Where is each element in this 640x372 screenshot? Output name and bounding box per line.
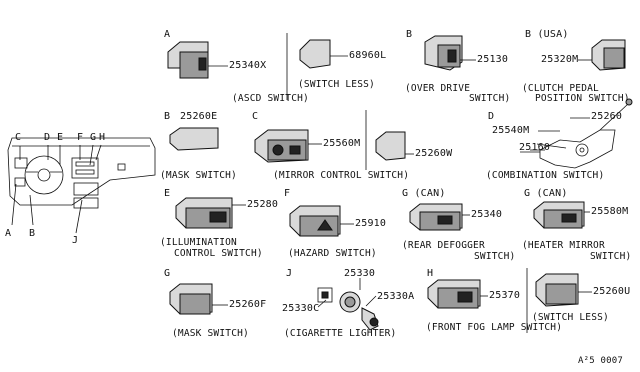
dash-letter-a: A [5, 228, 12, 239]
rear-defogger-switch-part [409, 203, 470, 231]
letter-mask-b: B [164, 111, 171, 122]
caption-cigarette: (CIGARETTE LIGHTER) [284, 328, 397, 339]
part-25540m: 25540M [492, 125, 530, 136]
caption-clutch-2: POSITION SWITCH) [535, 93, 630, 104]
caption-mask-switch-2: (MASK SWITCH) [172, 328, 249, 339]
caption-switch-less-2: (SWITCH LESS) [532, 312, 609, 323]
caption-illumination-2: CONTROL SWITCH) [174, 248, 263, 259]
letter-mask-g: G [164, 268, 171, 279]
dash-letter-g: G [90, 132, 97, 143]
front-fog-switch-part [427, 279, 488, 309]
part-25260w: 25260W [415, 148, 453, 159]
dash-letter-h: H [99, 132, 106, 143]
part-25580m: 25580M [591, 206, 629, 217]
caption-heater-mirror-1: (HEATER MIRROR [522, 240, 605, 251]
caption-mask-switch-1: (MASK SWITCH) [160, 170, 237, 181]
caption-clutch-1: (CLUTCH PEDAL [522, 83, 599, 94]
illumination-switch-part [175, 197, 246, 229]
letter-over-drive: B [406, 29, 413, 40]
letter-cigarette: J [286, 268, 293, 279]
part-25370: 25370 [489, 290, 521, 301]
mirror-control-switch-part [254, 129, 322, 163]
dash-letter-f: F [77, 132, 84, 143]
letter-rear-defogger: G (CAN) [402, 188, 446, 199]
letter-combination: D [488, 111, 495, 122]
part-25160: 25160 [519, 142, 551, 153]
letter-ascd: A [164, 29, 171, 40]
heater-mirror-switch-part [533, 201, 590, 229]
footer-code: A²5 0007 [578, 356, 623, 366]
part-25910: 25910 [355, 218, 387, 229]
caption-mirror-control: (MIRROR CONTROL SWITCH) [273, 170, 410, 181]
mask-switch-b-part [169, 127, 219, 151]
dashboard-illustration [7, 137, 156, 234]
part-68960l: 68960L [349, 50, 387, 61]
caption-front-fog: (FRONT FOG LAMP SWITCH) [426, 322, 563, 333]
caption-illumination-1: (ILLUMINATION [160, 237, 237, 248]
caption-ascd-switch: (ASCD SWITCH) [232, 93, 309, 104]
letter-mirror: C [252, 111, 259, 122]
caption-over-drive-2: SWITCH) [469, 93, 511, 104]
mirror-blank-part [375, 131, 414, 161]
dash-letter-d: D [44, 132, 51, 143]
letter-illumination: E [164, 188, 171, 199]
part-25260f: 25260F [229, 299, 267, 310]
part-25330c: 25330C [282, 303, 320, 314]
caption-over-drive-1: (OVER DRIVE [405, 83, 471, 94]
caption-hazard: (HAZARD SWITCH) [288, 248, 377, 259]
letter-usa: B (USA) [525, 29, 569, 40]
ascd-switch-part [167, 41, 228, 79]
part-25280: 25280 [247, 199, 279, 210]
switch-less-blank-2 [535, 273, 592, 307]
part-25260u: 25260U [593, 286, 631, 297]
part-25130: 25130 [477, 54, 509, 65]
part-25560m: 25560M [323, 138, 361, 149]
part-25330a: 25330A [377, 291, 415, 302]
cigarette-lighter-part [317, 278, 379, 331]
clutch-switch-part [578, 39, 626, 71]
caption-switch-less-1: (SWITCH LESS) [298, 79, 375, 90]
part-25340x: 25340X [229, 60, 267, 71]
dash-letter-e: E [57, 132, 64, 143]
letter-front-fog: H [427, 268, 434, 279]
dash-letter-b: B [29, 228, 36, 239]
caption-heater-mirror-2: SWITCH) [590, 251, 632, 262]
dash-letter-j: J [72, 235, 79, 246]
mask-switch-g-part [169, 283, 228, 315]
caption-rear-defogger-2: SWITCH) [474, 251, 516, 262]
caption-combination: (COMBINATION SWITCH) [486, 170, 605, 181]
letter-hazard: F [284, 188, 291, 199]
part-25330: 25330 [344, 268, 376, 279]
switch-less-blank-1 [299, 39, 348, 69]
caption-rear-defogger-1: (REAR DEFOGGER [402, 240, 485, 251]
part-25340: 25340 [471, 209, 503, 220]
part-25260e: 25260E [180, 111, 218, 122]
over-drive-switch-part [424, 35, 476, 71]
letter-heater-mirror: G (CAN) [524, 188, 568, 199]
dash-letter-c: C [15, 132, 22, 143]
hazard-switch-part [289, 205, 354, 237]
combination-switch-part [520, 98, 633, 169]
part-25320m: 25320M [541, 54, 579, 65]
part-25260: 25260 [591, 111, 623, 122]
